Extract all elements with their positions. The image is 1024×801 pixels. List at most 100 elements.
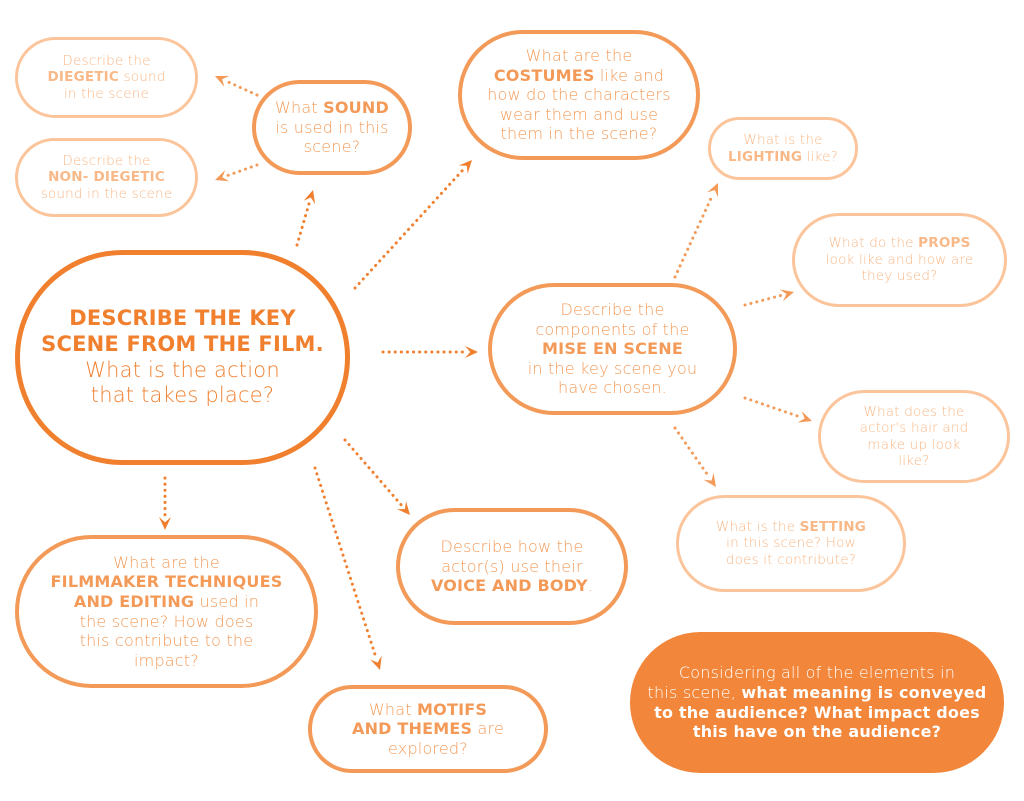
bold-text: SOUND [323, 98, 389, 118]
text: sound in the scene [40, 185, 173, 202]
node-line: explored? [388, 739, 468, 759]
node-line: SCENE FROM THE FILM. [41, 332, 324, 358]
node-line: AND THEMES are [352, 719, 504, 739]
bold-text: MISE EN SCENE [542, 339, 683, 359]
node-line: FILMMAKER TECHNIQUES [51, 572, 283, 592]
text: this contribute to the [79, 631, 254, 651]
arrowhead-icon [159, 517, 171, 530]
node-line: Describe how the [441, 537, 584, 557]
bold-text: PROPS [918, 235, 971, 252]
text: actor's hair and [859, 420, 969, 437]
text: What is the action [85, 357, 280, 382]
node-line: this scene, what meaning is conveyed [648, 683, 987, 703]
node-line: What are the [113, 553, 220, 573]
node-line: they used? [861, 268, 937, 284]
node-line: look like and how are [826, 252, 974, 268]
node-line: have chosen. [558, 378, 667, 398]
node-line: LIGHTING like? [728, 149, 838, 165]
text: this scene, [647, 682, 742, 702]
node-line: in this scene? How [726, 535, 856, 551]
node-line: make up look [867, 437, 960, 453]
dotted-connector [225, 163, 259, 178]
bold-text: VOICE AND BODY [430, 576, 588, 596]
node-line: What is the [743, 132, 822, 148]
node-line: how do the characters [487, 85, 671, 105]
bold-text: DESCRIBE THE KEY [69, 306, 296, 331]
bold-text: this have on the audience? [692, 722, 942, 742]
text: What do the [828, 235, 919, 252]
text: them in the scene? [500, 124, 658, 144]
node-line: COSTUMES like and [494, 66, 664, 86]
node-line: that takes place? [91, 383, 274, 409]
node-line: the scene? How does [80, 612, 254, 632]
node-line: DIEGETIC sound [48, 69, 166, 85]
text: that takes place? [90, 383, 275, 408]
text: like? [898, 452, 930, 469]
bold-text: MOTIFS [417, 699, 488, 719]
node-line: like? [898, 453, 929, 469]
bold-text: SCENE FROM THE FILM. [41, 331, 324, 356]
arrowhead-icon [779, 289, 794, 302]
node-line: actor(s) use their [441, 557, 582, 577]
text: they used? [861, 268, 938, 285]
text: does it contribute? [725, 551, 857, 568]
text: . [587, 576, 594, 596]
node-line: to the audience? What impact does [654, 703, 980, 723]
text: is used in this [275, 117, 389, 137]
text: have chosen. [558, 378, 667, 398]
node-line: scene? [304, 137, 361, 157]
text: Considering all of the elements in [678, 663, 956, 683]
text: explored? [388, 738, 468, 758]
text: Describe the [560, 300, 665, 320]
text: are [472, 719, 504, 739]
node-line: is used in this [275, 118, 388, 138]
text: What [275, 98, 324, 118]
text: in this scene? How [726, 535, 856, 552]
text: Describe the [62, 152, 151, 169]
bold-text: NON- DIEGETIC [48, 169, 165, 186]
node-line: this contribute to the [80, 631, 254, 651]
node-line: DESCRIBE THE KEY [69, 306, 296, 332]
node-line: this have on the audience? [693, 722, 941, 742]
text: the scene? How does [79, 611, 254, 631]
bold-text: AND EDITING [73, 591, 195, 611]
dotted-connector [313, 466, 378, 660]
node-line: in the scene [64, 86, 149, 102]
arrowhead-icon [303, 190, 316, 205]
node-line: VOICE AND BODY. [431, 576, 593, 596]
node-line: NON- DIEGETIC [48, 169, 165, 185]
text: Describe how the [440, 537, 584, 557]
text: make up look [867, 436, 961, 453]
node-line: impact? [134, 651, 199, 671]
text: What is the [715, 518, 800, 535]
text: scene? [303, 137, 361, 157]
node-line: What do the PROPS [828, 235, 970, 251]
dotted-connector [673, 193, 715, 279]
text: wear them and use [499, 104, 659, 124]
node-line: them in the scene? [501, 124, 658, 144]
dotted-connector [343, 438, 403, 507]
node-line: Describe the [560, 300, 664, 320]
node-line: What are the [526, 46, 633, 66]
text: how do the characters [487, 85, 671, 105]
node-line: wear them and use [500, 105, 658, 125]
node-line: does it contribute? [726, 552, 856, 568]
bold-text: to the audience? What impact does [654, 702, 980, 722]
text: in the scene [63, 85, 150, 102]
bold-text: LIGHTING [727, 148, 803, 165]
node-line: in the key scene you [528, 359, 698, 379]
node-line: MISE EN SCENE [542, 339, 683, 359]
dotted-connector [295, 200, 311, 247]
bold-text: DIEGETIC [47, 69, 120, 86]
